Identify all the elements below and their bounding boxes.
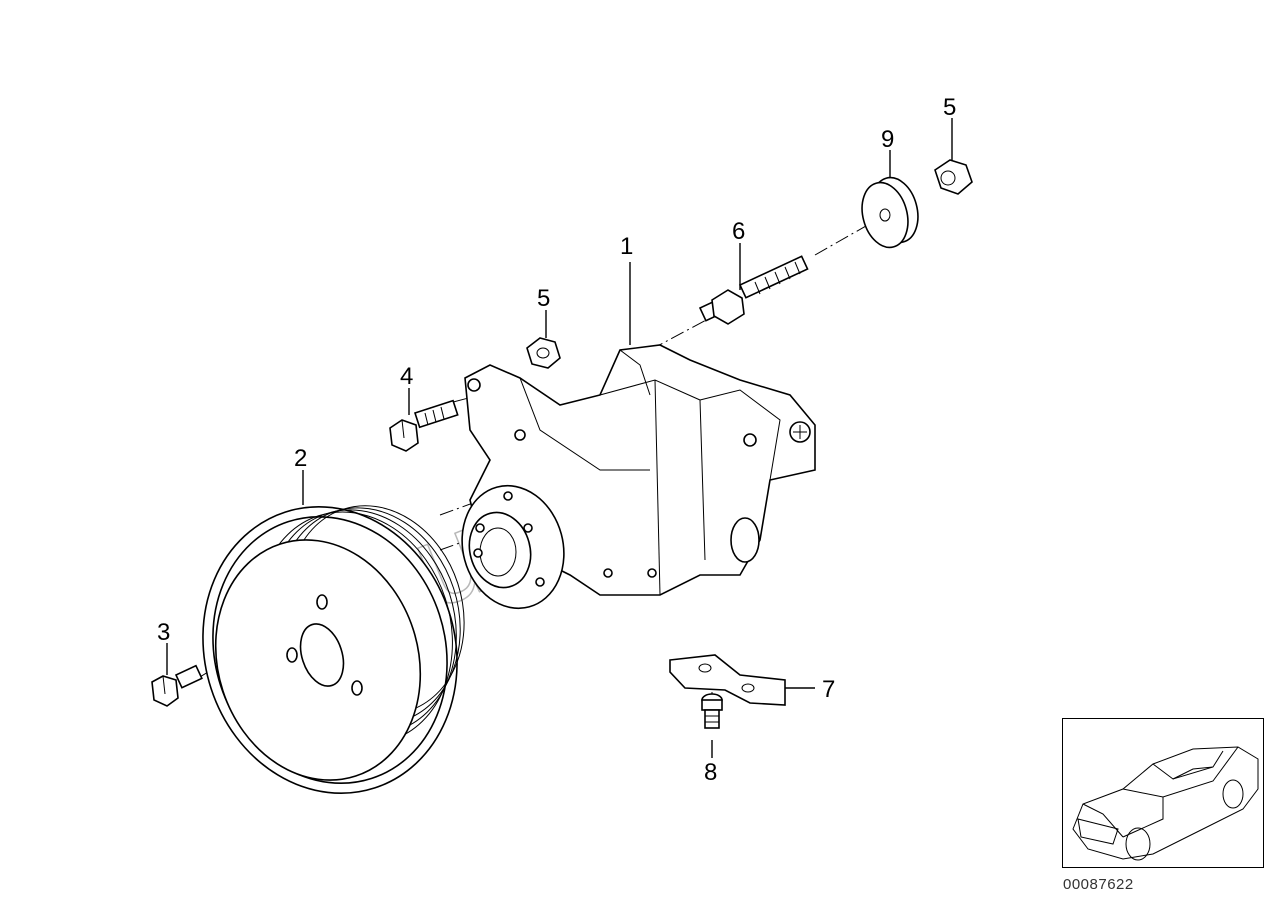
bolt-3-part (151, 664, 203, 707)
callout-6: 6 (732, 218, 745, 245)
spacer-9-part (861, 176, 919, 249)
callout-9: 9 (881, 126, 894, 153)
bolt-4-part (389, 399, 459, 452)
screw-8-part (701, 693, 723, 729)
callout-7: 7 (822, 676, 835, 703)
callout-3: 3 (157, 619, 170, 646)
callout-1: 1 (620, 233, 633, 260)
callout-5a: 5 (537, 285, 550, 312)
car-outline-icon (1072, 746, 1259, 861)
vehicle-thumbnail (1062, 718, 1264, 868)
bracket-7-part (669, 654, 786, 706)
callout-labels: 1 2 3 4 5 5 6 7 8 9 (157, 94, 956, 786)
callout-4: 4 (400, 363, 413, 390)
callout-8: 8 (704, 759, 717, 786)
power-steering-pump-part (461, 344, 816, 610)
callout-5b: 5 (943, 94, 956, 121)
nut-5b-part (934, 159, 973, 195)
callout-2: 2 (294, 445, 307, 472)
document-number: 00087622 (1063, 876, 1134, 893)
nut-5a-part (526, 337, 561, 369)
pulley-part (202, 505, 465, 795)
stud-6-part (698, 255, 809, 325)
